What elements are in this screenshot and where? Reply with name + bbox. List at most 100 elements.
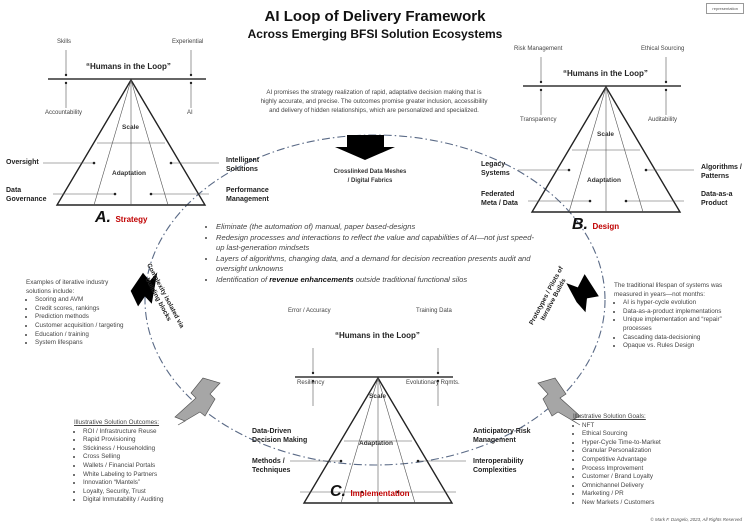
arrow-tip bbox=[189, 73, 193, 77]
outcome-item: Loyalty, Security, Trust bbox=[83, 488, 204, 497]
arrow-tip bbox=[169, 161, 173, 165]
representation-badge: representation bbox=[706, 3, 744, 14]
goal-item: Competitive Advantage bbox=[582, 456, 713, 465]
hitl-label: “Humans in the Loop” bbox=[86, 62, 171, 71]
arrow-tip bbox=[567, 168, 571, 172]
arrow-tip bbox=[664, 88, 668, 92]
arrow-tip bbox=[539, 88, 543, 92]
example-item: Prediction methods bbox=[35, 313, 126, 322]
goal-item: Customer / Brand Loyalty bbox=[582, 473, 713, 482]
arrow-tip bbox=[664, 80, 668, 84]
pyramid-ray bbox=[130, 79, 169, 206]
label-skills: Skills bbox=[57, 39, 72, 45]
label-oversight: Oversight bbox=[6, 159, 39, 166]
label-methods-techniques: Methods /Techniques bbox=[252, 458, 291, 474]
outcome-item: White Labeling to Partners bbox=[83, 471, 204, 480]
arrow-tip bbox=[644, 168, 648, 172]
strategy-heading: A. Strategy bbox=[95, 209, 148, 226]
label-scale: Scale bbox=[122, 124, 139, 131]
arrow-tip bbox=[339, 459, 343, 463]
arrow-tip bbox=[396, 490, 400, 494]
center-bullet: Identification of revenue enhancements o… bbox=[216, 275, 534, 285]
example-item: Customer acquisition / targeting bbox=[35, 322, 126, 331]
right-lifespan: The traditional lifespan of systems was … bbox=[614, 282, 732, 351]
arrow-tip bbox=[311, 371, 315, 375]
example-item: Education / training bbox=[35, 331, 126, 340]
arrow-tip bbox=[189, 81, 193, 85]
hitl-label: “Humans in the Loop” bbox=[335, 331, 420, 340]
label-auditability: Auditability bbox=[648, 117, 678, 123]
outcome-item: Innovation “Mantels” bbox=[83, 479, 204, 488]
label-algorithms-patterns: Algorithms /Patterns bbox=[701, 164, 742, 180]
label-adaptation: Adaptation bbox=[359, 440, 393, 447]
pyramid-ray bbox=[340, 377, 379, 504]
lifespan-item: Cascading data-decisioning bbox=[623, 334, 732, 343]
goal-item: Hyper-Cycle Time-to-Market bbox=[582, 439, 713, 448]
goal-item: Process Improvement bbox=[582, 465, 713, 474]
pyramid-implementation bbox=[290, 348, 466, 504]
promise-text: AI promises the strategy realization of … bbox=[260, 89, 488, 114]
goal-item: NFT bbox=[582, 422, 713, 431]
pyramid-ray bbox=[93, 79, 132, 206]
arrow-tip bbox=[436, 371, 440, 375]
center-bullet: Redesign processes and interactions to r… bbox=[216, 233, 534, 253]
label-adaptation: Adaptation bbox=[587, 177, 621, 184]
outcome-item: Stickiness / Householding bbox=[83, 445, 204, 454]
goal-item: Granular Personalization bbox=[582, 447, 713, 456]
center-bullet: Eliminate (the automation of) manual, pa… bbox=[216, 222, 534, 232]
label-accountability: Accountability bbox=[45, 110, 83, 116]
goal-item: Marketing / PR bbox=[582, 490, 713, 499]
outcome-item: ROI / Infrastructure Reuse bbox=[83, 428, 204, 437]
example-item: System lifespans bbox=[35, 339, 126, 348]
crosslinked-label: Crosslinked Data Meshes/ Digital Fabrics bbox=[333, 169, 407, 184]
label-resiliency: Resiliency bbox=[297, 380, 325, 386]
outcome-item: Cross Selling bbox=[83, 453, 204, 462]
goal-item: Ethical Sourcing bbox=[582, 430, 713, 439]
label-ai: AI bbox=[187, 110, 193, 116]
pyramid-ray bbox=[568, 86, 607, 213]
arrow-tip bbox=[624, 199, 628, 203]
pyramid-design bbox=[518, 57, 694, 213]
example-item: Scoring and AVM bbox=[35, 296, 126, 305]
outcome-item: Rapid Provisioning bbox=[83, 436, 204, 445]
label-transparency: Transparency bbox=[520, 117, 557, 123]
page-subtitle: Across Emerging BFSI Solution Ecosystems bbox=[247, 27, 503, 41]
label-scale: Scale bbox=[597, 131, 614, 138]
label-training-data: Training Data bbox=[416, 308, 452, 314]
gray-arrow-right-icon bbox=[537, 377, 581, 426]
center-bullets: Eliminate (the automation of) manual, pa… bbox=[204, 222, 534, 286]
lifespan-item: AI is hyper-cycle evolution bbox=[623, 299, 732, 308]
goal-item: Omnichannel Delivery bbox=[582, 482, 713, 491]
arrow-tip bbox=[64, 73, 68, 77]
arrow-tip bbox=[92, 161, 96, 165]
center-bullet: Layers of algorithms, changing data, and… bbox=[216, 254, 534, 274]
solution-outcomes: Illustrative Solution Outcomes: ROI / In… bbox=[74, 419, 204, 505]
label-adaptation: Adaptation bbox=[112, 170, 146, 177]
pyramid-ray bbox=[605, 86, 644, 213]
arrow-tip bbox=[416, 459, 420, 463]
page-title: AI Loop of Delivery Framework bbox=[264, 8, 486, 25]
arrow-tip bbox=[360, 490, 364, 494]
down-arrow-icon bbox=[335, 135, 395, 160]
lifespan-item: Opaque vs. Rules Design bbox=[623, 342, 732, 351]
arrow-tip bbox=[311, 379, 315, 383]
pyramid-ray bbox=[377, 377, 416, 504]
label-scale: Scale bbox=[369, 393, 386, 400]
solution-goals: Illustrative Solution Goals: NFTEthical … bbox=[573, 413, 713, 508]
arrow-tip bbox=[539, 80, 543, 84]
outcome-item: Digital Immutability / Auditing bbox=[83, 496, 204, 505]
label-evolutionary-rqmts: Evolutionary Rqmts. bbox=[406, 380, 460, 386]
right-arrow-icon bbox=[566, 274, 599, 313]
arrow-tip bbox=[436, 379, 440, 383]
label-error-accuracy: Error / Accuracy bbox=[288, 308, 331, 314]
pyramid-strategy bbox=[43, 50, 219, 206]
arrow-tip bbox=[149, 192, 153, 196]
